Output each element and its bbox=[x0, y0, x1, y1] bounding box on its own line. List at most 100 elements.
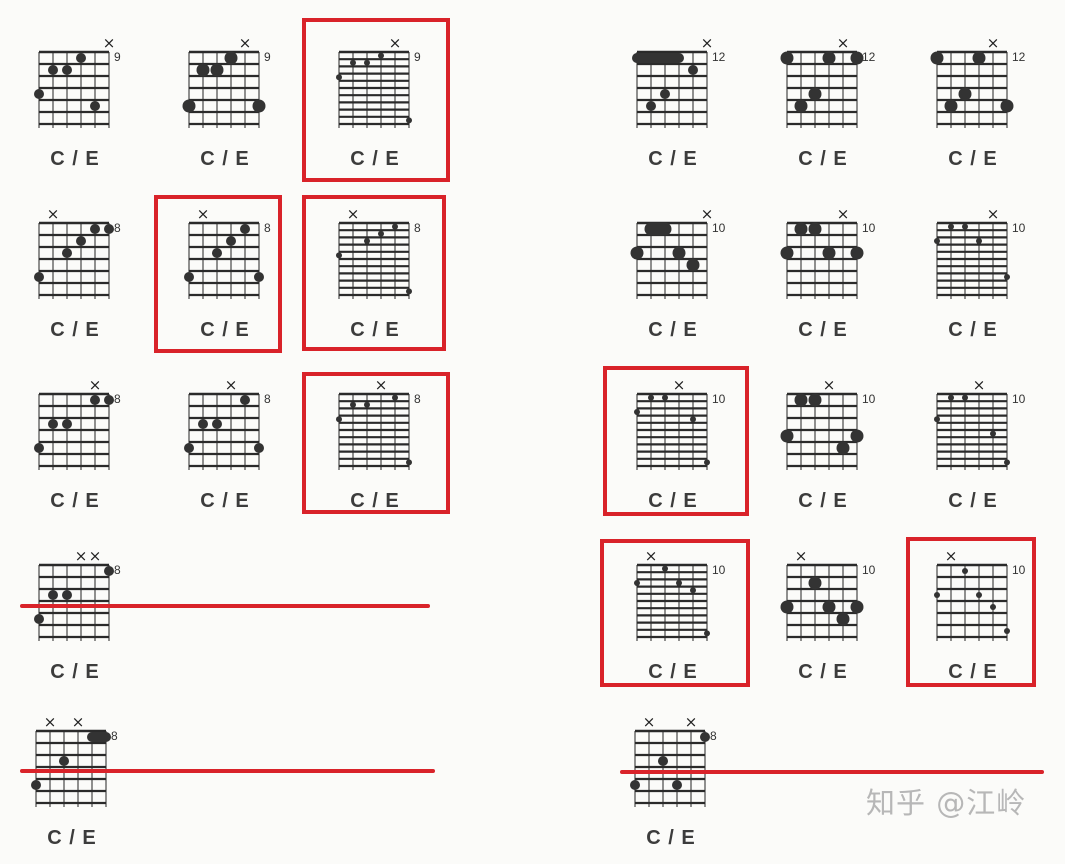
mute-mark: × bbox=[673, 376, 686, 394]
finger-dot bbox=[794, 99, 808, 113]
finger-dot bbox=[850, 429, 864, 443]
mute-mark: × bbox=[973, 376, 986, 394]
finger-dot bbox=[240, 395, 250, 405]
finger-dot bbox=[184, 443, 194, 453]
highlight-box bbox=[302, 18, 450, 182]
finger-dot bbox=[948, 223, 954, 230]
finger-dot bbox=[184, 272, 194, 282]
finger-dot bbox=[648, 394, 654, 401]
fret-number: 8 bbox=[414, 392, 421, 406]
fret-number: 12 bbox=[1012, 50, 1026, 64]
finger-dot bbox=[836, 612, 850, 626]
mute-mark: × bbox=[987, 205, 1000, 223]
finger-dot bbox=[240, 224, 250, 234]
fret-number: 8 bbox=[264, 392, 271, 406]
finger-dot bbox=[212, 248, 222, 258]
finger-dot bbox=[336, 74, 342, 81]
finger-dot bbox=[690, 587, 696, 594]
finger-dot bbox=[850, 246, 864, 260]
finger-dot bbox=[934, 592, 940, 598]
barre-mark bbox=[644, 222, 672, 236]
finger-dot bbox=[1004, 459, 1010, 466]
chord-name: C / E bbox=[47, 827, 97, 849]
fret-number: 8 bbox=[264, 221, 271, 235]
highlight-box bbox=[600, 539, 750, 687]
fret-number: 10 bbox=[712, 563, 726, 577]
finger-dot bbox=[252, 99, 266, 113]
finger-dot bbox=[34, 272, 44, 282]
finger-dot bbox=[808, 576, 822, 590]
finger-dot bbox=[90, 395, 100, 405]
finger-dot bbox=[850, 51, 864, 65]
finger-dot bbox=[634, 580, 640, 586]
mute-mark: × bbox=[701, 205, 714, 223]
mute-mark: × bbox=[103, 34, 116, 52]
finger-dot bbox=[210, 63, 224, 77]
finger-dot bbox=[646, 101, 656, 111]
finger-dot bbox=[62, 65, 72, 75]
mute-mark: × bbox=[75, 547, 88, 565]
finger-dot bbox=[406, 288, 412, 295]
fret-number: 10 bbox=[1012, 221, 1026, 235]
finger-dot bbox=[62, 248, 72, 258]
finger-dot bbox=[364, 238, 370, 244]
finger-dot bbox=[630, 780, 640, 790]
finger-dot bbox=[836, 441, 850, 455]
mute-mark: × bbox=[89, 547, 102, 565]
mute-mark: × bbox=[945, 547, 958, 565]
watermark: 知乎 @江岭 bbox=[866, 786, 1027, 820]
finger-dot bbox=[934, 416, 940, 423]
highlight-box bbox=[906, 537, 1036, 687]
finger-dot bbox=[808, 222, 822, 236]
fret-number: 8 bbox=[710, 729, 717, 743]
chord-name: C / E bbox=[350, 490, 400, 512]
finger-dot bbox=[31, 780, 41, 790]
chord-name: C / E bbox=[648, 661, 698, 683]
mute-mark: × bbox=[643, 713, 656, 731]
finger-dot bbox=[780, 600, 794, 614]
barre-mark bbox=[87, 732, 111, 742]
chord-name: C / E bbox=[200, 319, 250, 341]
finger-dot bbox=[48, 65, 58, 75]
finger-dot bbox=[212, 419, 222, 429]
fret-number: 8 bbox=[114, 221, 121, 235]
chord-name: C / E bbox=[50, 661, 100, 683]
chord-name: C / E bbox=[648, 490, 698, 512]
finger-dot bbox=[962, 394, 968, 401]
finger-dot bbox=[690, 416, 696, 423]
highlight-box bbox=[302, 195, 446, 351]
finger-dot bbox=[686, 258, 700, 272]
fret-number: 10 bbox=[1012, 392, 1026, 406]
fret-number: 10 bbox=[862, 221, 876, 235]
strike-line bbox=[20, 769, 435, 773]
finger-dot bbox=[34, 614, 44, 624]
finger-dot bbox=[808, 87, 822, 101]
chord-name: C / E bbox=[798, 319, 848, 341]
mute-mark: × bbox=[72, 713, 85, 731]
strike-line bbox=[20, 604, 430, 608]
highlight-box bbox=[302, 372, 450, 514]
finger-dot bbox=[822, 246, 836, 260]
mute-mark: × bbox=[987, 34, 1000, 52]
mute-mark: × bbox=[239, 34, 252, 52]
finger-dot bbox=[196, 63, 210, 77]
finger-dot bbox=[198, 419, 208, 429]
finger-dot bbox=[34, 443, 44, 453]
finger-dot bbox=[700, 732, 710, 742]
fret-number: 9 bbox=[114, 50, 121, 64]
fret-number: 8 bbox=[414, 221, 421, 235]
finger-dot bbox=[350, 59, 356, 66]
barre-mark bbox=[632, 53, 684, 63]
finger-dot bbox=[76, 236, 86, 246]
finger-dot bbox=[378, 52, 384, 59]
finger-dot bbox=[254, 272, 264, 282]
finger-dot bbox=[962, 568, 968, 574]
